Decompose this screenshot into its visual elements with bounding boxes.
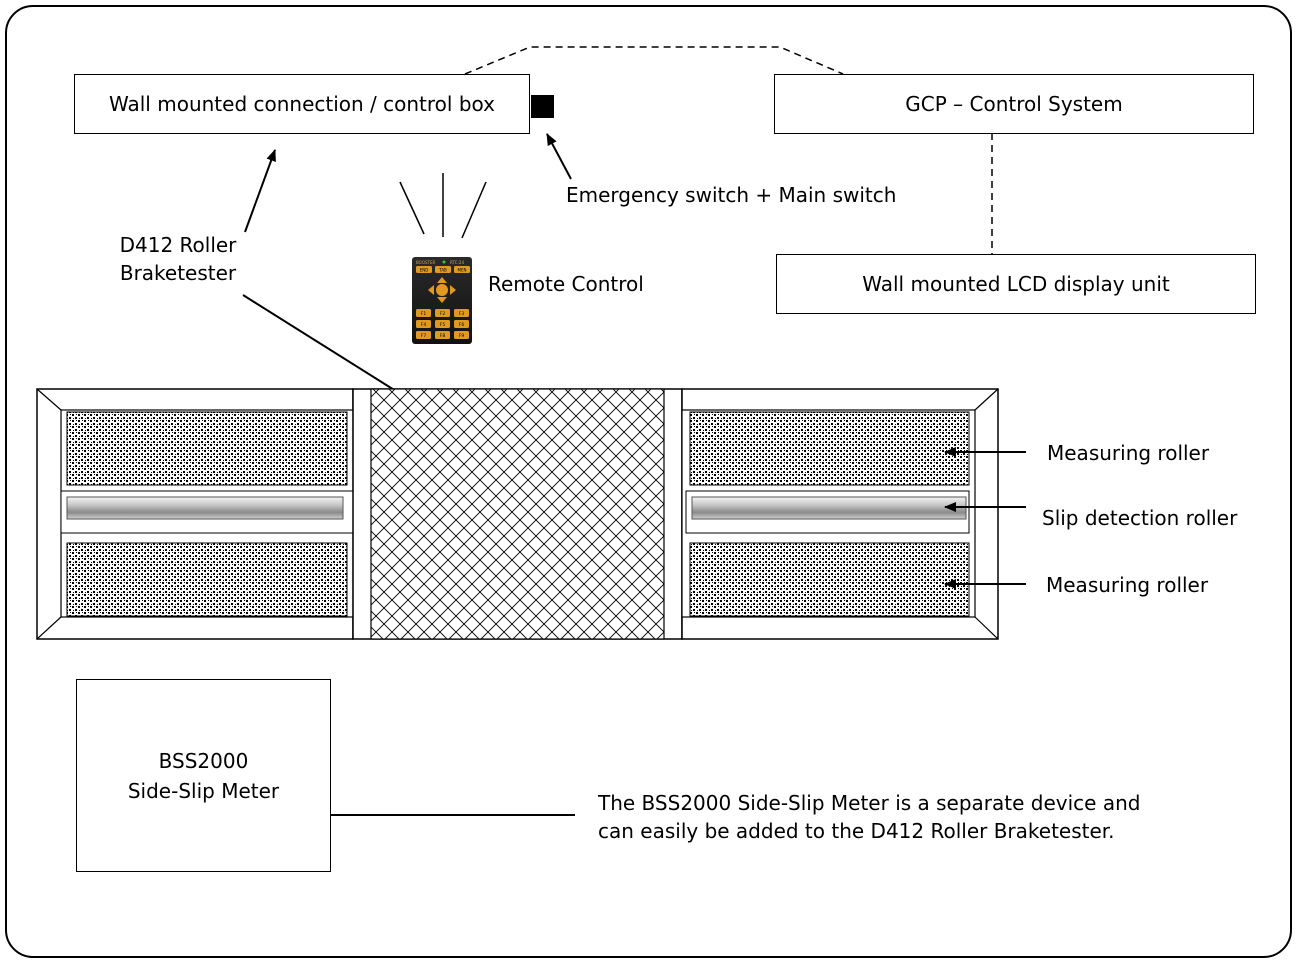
right-slip-detection-roller xyxy=(691,496,967,520)
remote-key-label: F1 xyxy=(421,311,427,317)
remote-key-label: F5 xyxy=(440,322,446,328)
remote-brand: BOOSTER xyxy=(416,260,435,265)
control-box: Wall mounted connection / control box xyxy=(74,74,530,134)
remote-key-label: F2 xyxy=(440,311,446,317)
remote-key-men xyxy=(454,266,470,273)
remote-key-tab xyxy=(435,266,451,273)
bss2000-subtitle: Side-Slip Meter xyxy=(127,778,280,803)
remote-key-f8 xyxy=(435,331,450,339)
measuring-roller-top-label: Measuring roller xyxy=(1047,441,1210,465)
remote-key-label: F9 xyxy=(459,333,465,339)
remote-key-label: F6 xyxy=(459,322,465,328)
emergency-switch xyxy=(531,95,554,118)
left-slip-detection-roller xyxy=(66,496,344,520)
slip-detection-roller-label: Slip detection roller xyxy=(1042,506,1238,530)
arrow-to-control-box xyxy=(244,149,276,233)
remote-key-label: F3 xyxy=(459,311,465,317)
braketester xyxy=(36,388,999,640)
control-box-label: Wall mounted connection / control box xyxy=(109,92,495,116)
d412-label: D412 Roller Braketester xyxy=(88,231,268,287)
d412-label-line2: Braketester xyxy=(119,261,237,285)
right-measuring-roller-bottom xyxy=(689,542,970,617)
diagram-frame xyxy=(5,5,1292,958)
remote-key-f9 xyxy=(454,331,469,339)
remote-key-f5 xyxy=(435,320,450,328)
lcd-label: Wall mounted LCD display unit xyxy=(862,272,1170,296)
lcd-display-unit: Wall mounted LCD display unit xyxy=(776,254,1256,314)
gcp-label: GCP – Control System xyxy=(905,92,1123,116)
remote-key-f6 xyxy=(454,320,469,328)
bss2000-box: BSS2000 Side-Slip Meter xyxy=(76,679,331,872)
remote-key-label: F4 xyxy=(421,322,427,328)
remote-key-label: END xyxy=(420,268,429,273)
remote-key-label: F7 xyxy=(421,333,427,339)
emergency-switch-label: Emergency switch + Main switch xyxy=(566,183,897,207)
note-line2: can easily be added to the D412 Roller B… xyxy=(598,819,1115,843)
measuring-roller-bottom-label: Measuring roller xyxy=(1046,573,1209,597)
remote-model: RTC-24 xyxy=(450,260,464,265)
remote-key-f4 xyxy=(416,320,431,328)
remote-key-label: F8 xyxy=(440,333,446,339)
remote-key-label: TAB xyxy=(438,268,447,273)
note-line1: The BSS2000 Side-Slip Meter is a separat… xyxy=(598,791,1141,815)
remote-key-f1 xyxy=(416,309,431,317)
gcp-control-system: GCP – Control System xyxy=(774,74,1254,134)
signal-line-left xyxy=(399,181,425,235)
bss2000-note: The BSS2000 Side-Slip Meter is a separat… xyxy=(598,789,1140,845)
remote-key-end xyxy=(416,266,432,273)
remote-key-f3 xyxy=(454,309,469,317)
d412-label-line1: D412 Roller xyxy=(119,233,237,257)
remote-key-f2 xyxy=(435,309,450,317)
left-measuring-roller-top xyxy=(66,411,348,486)
dashed-link-control-gcp xyxy=(464,46,844,75)
bss2000-title: BSS2000 xyxy=(158,748,249,773)
center-hatched-plate xyxy=(370,388,665,640)
remote-key-label: MEN xyxy=(458,268,467,273)
remote-control-label: Remote Control xyxy=(488,272,644,296)
signal-line-right xyxy=(461,181,487,239)
left-measuring-roller-bottom xyxy=(66,542,348,617)
remote-key-f7 xyxy=(416,331,431,339)
arrow-to-emergency-switch xyxy=(546,133,572,180)
right-measuring-roller-top xyxy=(689,411,970,486)
